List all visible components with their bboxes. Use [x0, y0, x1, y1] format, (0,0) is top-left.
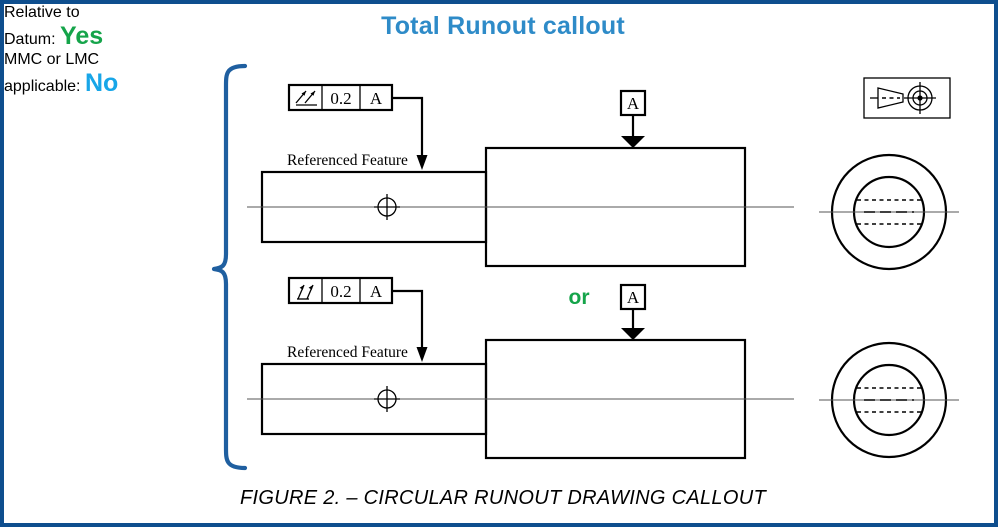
label-relative-to-datum: Relative to Datum: Yes [4, 4, 994, 51]
tolerance-value-upper: 0.2 [330, 89, 351, 108]
end-view-upper [819, 153, 959, 271]
circular-runout-icon [297, 284, 314, 300]
grouping-brace [211, 63, 248, 471]
datum-feature-symbol-lower[interactable]: A [619, 283, 647, 340]
taper-concentricity-symbol [863, 77, 951, 119]
upper-view: 0.2 A Referenced Feature [247, 83, 959, 271]
datum-reference-lower: A [370, 282, 383, 301]
label-mmc-lmc-line1: MMC or LMC [4, 51, 100, 68]
leader-line-lower [392, 289, 428, 362]
referenced-feature-label-lower: Referenced Feature [287, 344, 408, 361]
value-mmc-lmc: No [84, 69, 119, 97]
value-relative-to-datum: Yes [60, 22, 104, 50]
center-mark-lower [374, 386, 400, 412]
tolerance-value-lower: 0.2 [330, 282, 351, 301]
leader-line-upper [392, 96, 428, 170]
center-mark-upper [374, 194, 400, 220]
total-runout-icon [295, 90, 317, 106]
feature-control-frame-lower[interactable]: 0.2 A [287, 276, 394, 305]
label-relative-to-datum-line1: Relative to [4, 4, 80, 21]
page-title: Total Runout callout [381, 12, 625, 40]
or-connector-label: or [569, 286, 590, 309]
feature-control-frame-upper[interactable]: 0.2 A [287, 83, 394, 112]
label-relative-to-datum-line2: Datum: [4, 31, 56, 48]
label-mmc-lmc-line2: applicable: [4, 78, 81, 95]
datum-triangle-upper [621, 136, 645, 148]
figure-caption: FIGURE 2. – CIRCULAR RUNOUT DRAWING CALL… [240, 487, 766, 509]
technical-drawing: 0.2 A Referenced Feature [211, 63, 959, 471]
datum-triangle-lower [621, 328, 645, 340]
datum-label-lower: A [627, 288, 640, 307]
label-mmc-lmc: MMC or LMC applicable: No [4, 51, 994, 98]
end-view-lower [819, 341, 959, 459]
datum-feature-symbol-upper[interactable]: A [619, 89, 647, 148]
datum-label-upper: A [627, 94, 640, 113]
lower-view: 0.2 A Referenced Feature or [247, 276, 959, 460]
datum-reference-upper: A [370, 89, 383, 108]
referenced-feature-label-upper: Referenced Feature [287, 152, 408, 169]
